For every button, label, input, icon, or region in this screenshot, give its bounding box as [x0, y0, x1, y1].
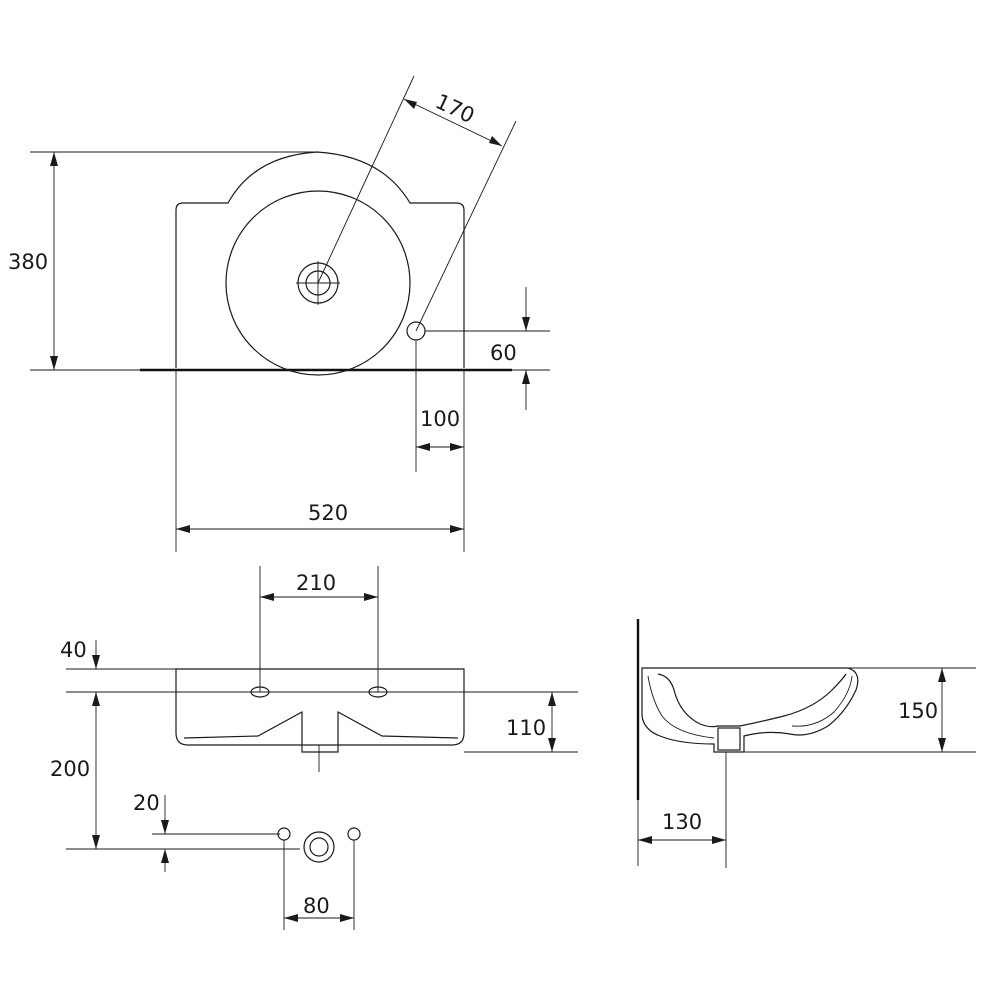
arrow-head	[92, 835, 100, 849]
extension-line	[317, 75, 415, 284]
dim-label-200: 200	[50, 757, 90, 781]
arrow-head	[92, 655, 100, 669]
arrow-head	[712, 836, 726, 844]
arrow-head	[161, 820, 169, 834]
dim-label-110: 110	[506, 716, 546, 740]
side-view-inner-profile	[657, 673, 847, 728]
dim-label-130: 130	[662, 810, 702, 834]
top-view: 380 170 60 100 520	[8, 75, 550, 552]
arrow-head	[938, 738, 946, 752]
arrow-head	[522, 317, 530, 331]
extension-line	[415, 120, 517, 332]
arrow-head	[161, 849, 169, 863]
arrow-head	[340, 914, 354, 922]
dim-line-170	[403, 98, 503, 147]
arrow-head	[548, 692, 556, 706]
arrow-head	[638, 836, 652, 844]
arrow-head	[489, 136, 502, 146]
arrow-head	[92, 692, 100, 706]
top-view-outline	[175, 151, 465, 368]
arrow-head	[522, 370, 530, 384]
side-drain	[717, 727, 741, 751]
dim-label-520: 520	[308, 501, 348, 525]
arrow-head	[404, 99, 417, 109]
dim-label-210: 210	[296, 571, 336, 595]
arrow-head	[450, 443, 464, 451]
arrow-head	[260, 593, 274, 601]
dim-label-100: 100	[420, 407, 460, 431]
dim-label-60: 60	[490, 341, 517, 365]
dim-label-150: 150	[898, 699, 938, 723]
arrow-head	[548, 738, 556, 752]
front-view-rim	[183, 710, 459, 753]
side-view: 150 130	[636, 619, 976, 868]
dim-label-80: 80	[303, 894, 330, 918]
arrow-head	[938, 668, 946, 682]
fixing-bolt	[347, 827, 361, 841]
front-view-outline	[175, 668, 465, 746]
arrow-head	[450, 525, 464, 533]
side-view-outer-profile	[641, 667, 859, 753]
waste-inner-ring	[309, 837, 329, 857]
dim-label-40: 40	[60, 638, 87, 662]
dim-label-170: 170	[432, 89, 478, 128]
arrow-head	[50, 152, 58, 166]
arrow-head	[284, 914, 298, 922]
arrow-head	[50, 356, 58, 370]
waste-outer-ring	[303, 831, 335, 863]
arrow-head	[364, 593, 378, 601]
bowl-circle	[225, 190, 411, 376]
side-view-wall-section	[647, 675, 853, 739]
dim-label-380: 380	[8, 250, 48, 274]
arrow-head	[416, 443, 430, 451]
dim-label-20: 20	[133, 791, 160, 815]
front-view: 210 40 200 110 20	[50, 566, 578, 930]
arrow-head	[176, 525, 190, 533]
